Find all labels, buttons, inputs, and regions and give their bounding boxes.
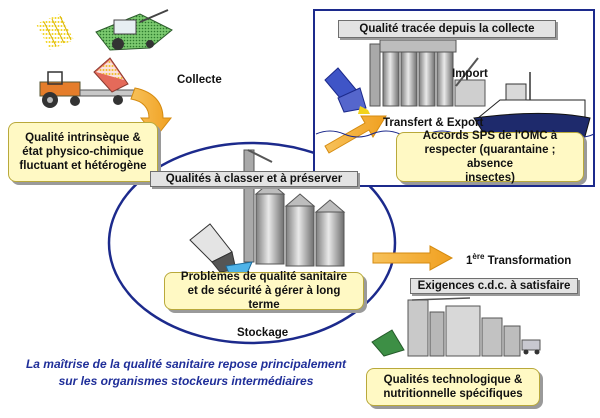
transformation-arrow (372, 245, 454, 271)
flour-mill-icon (371, 297, 541, 357)
tractor-trailer-icon (39, 57, 137, 108)
qualite-intrinseque-box: Qualité intrinsèque & état physico-chimi… (8, 122, 158, 182)
premiere-transformation-label: 1ère Transformation (466, 252, 571, 267)
qualites-technologiques-box: Qualités technologique & nutritionnelle … (366, 368, 540, 406)
wheat-field-icon (36, 14, 74, 50)
export-arrow (324, 115, 387, 154)
accords-sps-box: Accords SPS de l'OMC à respecter (quaran… (396, 130, 584, 184)
grain-silo-icon (189, 149, 346, 277)
problemes-qualite-box: Problèmes de qualité sanitaire et de séc… (164, 271, 364, 311)
premiere-transformation-text: Transformation (484, 254, 572, 267)
premiere-transformation-number: 1 (466, 254, 473, 267)
storage-ellipse (107, 141, 397, 345)
exigences-cdc-badge: Exigences c.d.c. à satisfaire (410, 278, 578, 294)
import-label: Import (452, 68, 488, 80)
export-silo-icon (369, 39, 486, 107)
collecte-label: Collecte (177, 74, 222, 86)
truck-unloading-icon (324, 67, 370, 114)
transfert-export-label: Transfert & Export (383, 117, 484, 129)
combine-harvester-icon (95, 9, 173, 51)
premiere-transformation-sup: ère (472, 252, 485, 261)
qualite-tracee-badge: Qualité tracée depuis la collecte (338, 20, 556, 38)
qualites-a-classer-badge: Qualités à classer et à préserver (150, 171, 358, 187)
stockage-label: Stockage (237, 327, 289, 339)
maitrise-note: La maîtrise de la qualité sanitaire repo… (25, 357, 347, 389)
